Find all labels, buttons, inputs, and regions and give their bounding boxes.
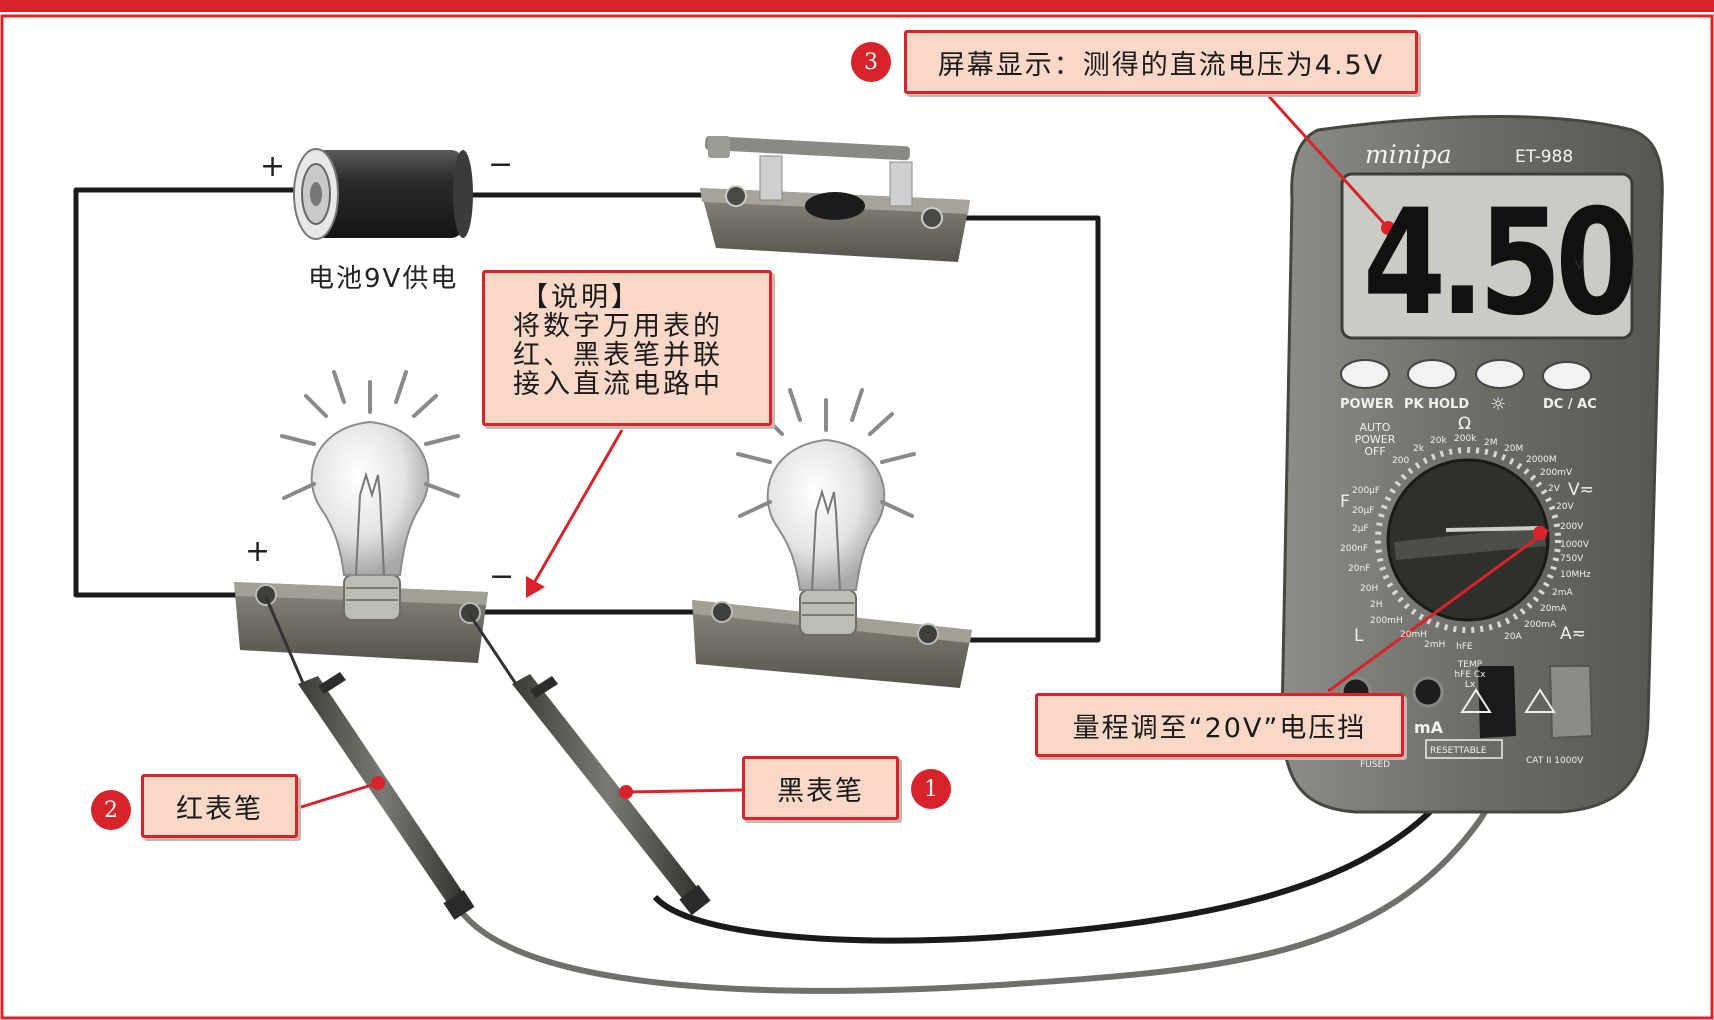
range-2mh: 2mH: [1424, 640, 1446, 650]
lcd-screen: [1340, 172, 1634, 340]
red-plug: [1548, 665, 1594, 740]
bulb-plus-sign: +: [245, 534, 271, 569]
explanation-note: 【说明】 将数字万用表的 红、黑表笔并联 接入直流电路中: [482, 270, 772, 426]
meter-brand: minipa: [1365, 140, 1452, 169]
range-20k: 20k: [1430, 436, 1447, 446]
range-20ma: 20mA: [1540, 604, 1567, 614]
range-2h: 2H: [1370, 600, 1383, 610]
pk-hold-button-label: PK HOLD: [1404, 397, 1470, 412]
knife-switch: [700, 135, 970, 262]
lcd-unit: V: [1575, 258, 1584, 272]
red-probe-badge: 2: [91, 790, 131, 830]
range-20a: 20A: [1504, 632, 1522, 642]
fused-label: FUSED: [1360, 760, 1391, 770]
backlight-button[interactable]: [1475, 359, 1525, 389]
range-20nf: 20nF: [1348, 564, 1371, 574]
power-button-label: POWER: [1340, 397, 1394, 412]
power-button[interactable]: [1340, 359, 1390, 389]
note-title: 【说明】: [521, 282, 641, 313]
note-line-1: 将数字万用表的: [513, 311, 723, 342]
range-20v: 20V: [1556, 502, 1574, 512]
range-200nf: 200nF: [1340, 544, 1369, 554]
meter-model: ET-988: [1515, 147, 1574, 167]
range-200-ohm: 200: [1392, 456, 1410, 466]
note-line-3: 接入直流电路中: [513, 369, 723, 400]
range-dot: [1533, 526, 1547, 540]
range-10mhz: 10MHz: [1560, 570, 1591, 580]
display-dot: [1381, 221, 1395, 235]
note-arrowhead: [526, 576, 545, 598]
jack-ma[interactable]: [1412, 676, 1444, 708]
dc-ac-button[interactable]: [1542, 361, 1592, 391]
red-probe-callout: 红表笔: [141, 774, 298, 838]
dial-mark-current: A≂: [1560, 624, 1586, 644]
black-probe-badge: 1: [911, 769, 951, 809]
display-callout-badge: 3: [851, 42, 891, 82]
left-bulb: [234, 370, 488, 663]
red-probe: [264, 596, 475, 920]
right-bulb: [692, 388, 972, 688]
multimeter: [1280, 115, 1664, 814]
range-2m: 2M: [1484, 438, 1498, 448]
black-probe-callout: 黑表笔: [742, 756, 899, 820]
range-200k: 200k: [1454, 434, 1477, 444]
battery: [293, 148, 473, 240]
range-2k: 2k: [1413, 444, 1424, 454]
range-20m: 20M: [1504, 444, 1524, 454]
dial-mark-inductance: L: [1354, 626, 1364, 646]
dial-mark-capacitance: F: [1340, 492, 1350, 512]
battery-label: 电池9V供电: [308, 264, 459, 294]
range-2ma: 2mA: [1552, 588, 1573, 598]
range-200uf: 200μF: [1352, 486, 1381, 496]
range-750v: 750V: [1560, 554, 1584, 564]
range-2uf: 2μF: [1352, 524, 1369, 534]
dial-scale-ring: [1375, 447, 1561, 633]
range-20uf: 20μF: [1352, 506, 1375, 516]
ma-terminal-label: mA: [1414, 718, 1444, 737]
display-callout: 屏幕显示：测得的直流电压为4.5V: [904, 30, 1418, 94]
range-20h: 20H: [1360, 584, 1379, 594]
black-probe: [468, 614, 711, 916]
dial-mark-voltage: V≂: [1568, 480, 1594, 500]
range-2v: 2V: [1548, 484, 1560, 494]
top-red-band: [0, 0, 1714, 12]
range-1000v: 1000V: [1560, 540, 1590, 550]
dial-mark-ohm: Ω: [1458, 414, 1471, 434]
range-20mh: 20mH: [1400, 630, 1427, 640]
resettable-label: RESETTABLE: [1430, 746, 1487, 756]
range-2000m: 2000M: [1526, 455, 1557, 465]
temp-hfe-terminal-label: TEMP hFE Cx Lx: [1454, 660, 1486, 690]
bulb-minus-sign: −: [489, 559, 515, 594]
battery-minus-sign: −: [488, 147, 514, 182]
range-200mh: 200mH: [1370, 616, 1403, 626]
auto-power-off-label: AUTO POWER OFF: [1354, 421, 1396, 458]
black-probe-dot: [619, 785, 633, 799]
range-200mv: 200mV: [1540, 468, 1573, 478]
circuit-wires: [73, 187, 1101, 643]
range-200v: 200V: [1560, 522, 1584, 532]
dc-ac-button-label: DC / AC: [1543, 397, 1597, 412]
pk-hold-button[interactable]: [1407, 359, 1457, 389]
range-callout: 量程调至“20V”电压挡: [1035, 693, 1404, 757]
page-border: [0, 14, 1714, 1020]
lcd-reading: 4.50: [1362, 178, 1639, 348]
pointer-lines: [297, 90, 1549, 810]
black-plug: [1478, 666, 1516, 738]
red-probe-dot: [371, 776, 385, 790]
backlight-icon: ☼: [1490, 394, 1507, 415]
note-line-2: 红、黑表笔并联: [513, 340, 723, 371]
range-hfe: hFE: [1456, 642, 1473, 652]
range-200ma: 200mA: [1524, 620, 1557, 630]
battery-plus-sign: +: [260, 149, 286, 184]
cat-rating-label: CAT II 1000V: [1526, 756, 1584, 766]
